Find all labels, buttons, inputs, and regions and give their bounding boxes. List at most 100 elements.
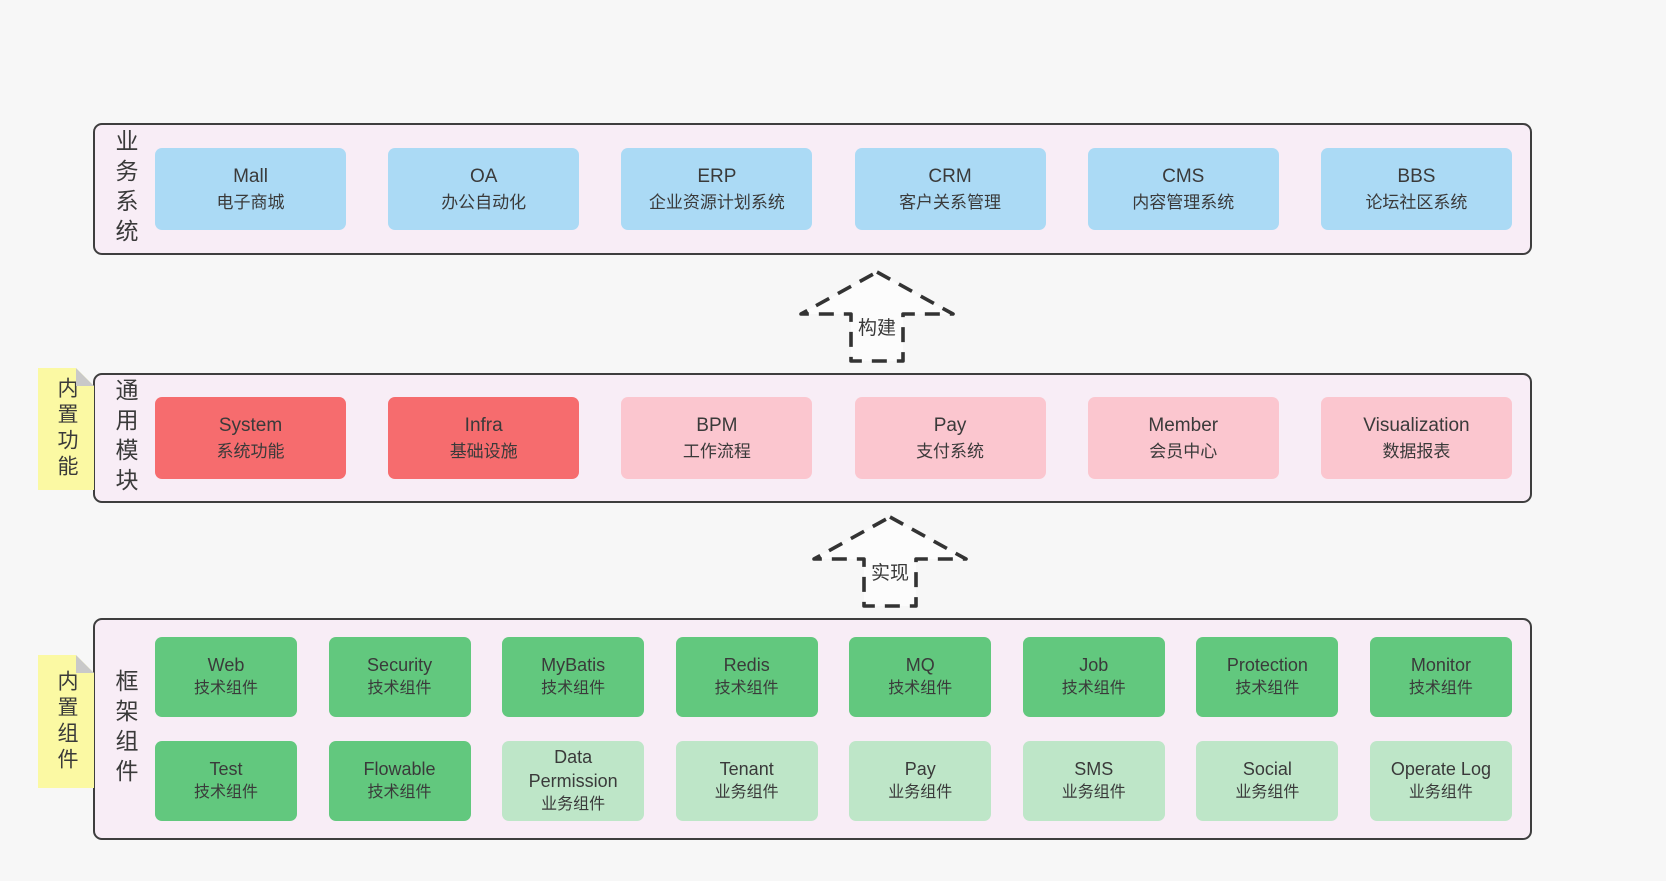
- box-data-permission: Data Permission 业务组件: [502, 741, 645, 821]
- box-mybatis: MyBatis 技术组件: [502, 637, 645, 717]
- box-mq-name: MQ: [905, 655, 935, 675]
- box-oa-sub: 办公自动化: [441, 192, 527, 212]
- box-security: Security 技术组件: [328, 637, 471, 717]
- box-security-name: Security: [367, 655, 433, 675]
- box-bbs-sub: 论坛社区系统: [1365, 192, 1468, 212]
- box-mybatis-name: MyBatis: [541, 655, 606, 675]
- box-flowable: Flowable 技术组件: [328, 741, 471, 821]
- box-pay-component: Pay 业务组件: [849, 741, 992, 821]
- box-tenant-name: Tenant: [719, 759, 774, 779]
- arrow-build-label: 构建: [852, 312, 902, 341]
- band-components-rows: Web 技术组件 Security 技术组件 MyBatis 技术组件 Redi…: [155, 620, 1530, 838]
- box-tenant: Tenant 业务组件: [675, 741, 818, 821]
- box-member-sub: 会员中心: [1149, 441, 1218, 461]
- box-visualization-name: Visualization: [1363, 414, 1470, 436]
- box-infra-sub: 基础设施: [449, 441, 518, 461]
- box-mybatis-sub: 技术组件: [541, 680, 606, 697]
- components-row-tech: Web 技术组件 Security 技术组件 MyBatis 技术组件 Redi…: [155, 637, 1512, 717]
- band-business-label: 业务系统: [112, 129, 138, 249]
- box-erp-name: ERP: [697, 165, 737, 187]
- box-protection-name: Protection: [1226, 655, 1308, 675]
- arrow-up-implement: 实现: [806, 512, 974, 610]
- box-erp-sub: 企业资源计划系统: [648, 192, 785, 212]
- box-bpm: BPM 工作流程: [621, 397, 813, 479]
- box-member-name: Member: [1148, 414, 1219, 436]
- box-job: Job 技术组件: [1022, 637, 1165, 717]
- box-infra-name: Infra: [464, 414, 503, 436]
- box-mall-sub: 电子商城: [216, 192, 285, 212]
- box-sms-sub: 业务组件: [1061, 784, 1126, 801]
- box-monitor-name: Monitor: [1410, 655, 1471, 675]
- sticky-note-builtin-components: 内置组件: [38, 655, 94, 788]
- box-protection: Protection 技术组件: [1196, 637, 1339, 717]
- components-row-business: Test 技术组件 Flowable 技术组件 Data Permission …: [155, 741, 1512, 821]
- box-redis: Redis 技术组件: [675, 637, 818, 717]
- box-social: Social 业务组件: [1196, 741, 1339, 821]
- box-operate-log: Operate Log 业务组件: [1369, 741, 1512, 821]
- band-modules-label: 通用模块: [112, 378, 138, 498]
- box-bbs-name: BBS: [1397, 165, 1436, 187]
- sticky-builtin-components-label: 内置组件: [55, 669, 78, 774]
- box-infra: Infra 基础设施: [388, 397, 580, 479]
- box-operate-log-sub: 业务组件: [1408, 784, 1473, 801]
- box-oa: OA 办公自动化: [388, 148, 580, 230]
- sticky-note-builtin-features: 内置功能: [38, 368, 94, 490]
- box-system-sub: 系统功能: [216, 441, 285, 461]
- box-pay-module: Pay 支付系统: [854, 397, 1046, 479]
- box-data-permission-name: Data Permission: [528, 747, 618, 791]
- box-system: System 系统功能: [155, 397, 346, 479]
- box-sms: SMS 业务组件: [1022, 741, 1165, 821]
- box-crm-name: CRM: [928, 165, 972, 187]
- box-social-name: Social: [1242, 759, 1292, 779]
- box-cms: CMS 内容管理系统: [1087, 148, 1279, 230]
- box-data-permission-sub: 业务组件: [541, 796, 606, 813]
- band-business-systems: 业务系统 Mall 电子商城 OA 办公自动化 ERP 企业资源计划系统 CRM…: [93, 123, 1532, 255]
- box-cms-sub: 内容管理系统: [1132, 192, 1235, 212]
- box-pay-module-sub: 支付系统: [916, 441, 985, 461]
- box-visualization-sub: 数据报表: [1382, 441, 1451, 461]
- box-erp: ERP 企业资源计划系统: [621, 148, 813, 230]
- box-tenant-sub: 业务组件: [714, 784, 779, 801]
- box-pay-component-sub: 业务组件: [888, 784, 953, 801]
- box-social-sub: 业务组件: [1235, 784, 1300, 801]
- box-mall: Mall 电子商城: [155, 148, 346, 230]
- box-operate-log-name: Operate Log: [1390, 759, 1491, 779]
- band-business-boxes: Mall 电子商城 OA 办公自动化 ERP 企业资源计划系统 CRM 客户关系…: [155, 125, 1530, 253]
- box-bpm-name: BPM: [696, 414, 738, 436]
- box-sms-name: SMS: [1074, 759, 1114, 779]
- box-monitor-sub: 技术组件: [1408, 680, 1473, 697]
- box-flowable-name: Flowable: [363, 759, 436, 779]
- box-redis-name: Redis: [723, 655, 770, 675]
- box-job-name: Job: [1079, 655, 1109, 675]
- box-cms-name: CMS: [1162, 165, 1205, 187]
- box-web: Web 技术组件: [155, 637, 297, 717]
- box-pay-component-name: Pay: [904, 759, 936, 779]
- arrow-up-build: 构建: [793, 267, 961, 365]
- box-redis-sub: 技术组件: [714, 680, 779, 697]
- box-oa-name: OA: [469, 165, 498, 187]
- band-framework-components: 框架组件 Web 技术组件 Security 技术组件 MyBatis 技术组件…: [93, 618, 1532, 840]
- box-visualization: Visualization 数据报表: [1320, 397, 1512, 479]
- band-modules-boxes: System 系统功能 Infra 基础设施 BPM 工作流程 Pay 支付系统…: [155, 375, 1530, 501]
- box-protection-sub: 技术组件: [1235, 680, 1300, 697]
- box-monitor: Monitor 技术组件: [1369, 637, 1512, 717]
- box-web-name: Web: [207, 655, 245, 675]
- band-components-label: 框架组件: [112, 669, 138, 789]
- arrow-implement-label: 实现: [865, 557, 915, 586]
- box-security-sub: 技术组件: [367, 680, 432, 697]
- box-bpm-sub: 工作流程: [682, 441, 751, 461]
- box-test: Test 技术组件: [155, 741, 297, 821]
- box-bbs: BBS 论坛社区系统: [1320, 148, 1512, 230]
- box-test-sub: 技术组件: [193, 784, 258, 801]
- box-test-name: Test: [209, 759, 243, 779]
- box-web-sub: 技术组件: [193, 680, 258, 697]
- box-pay-module-name: Pay: [933, 414, 967, 436]
- box-crm-sub: 客户关系管理: [899, 192, 1002, 212]
- box-mq-sub: 技术组件: [888, 680, 953, 697]
- box-mall-name: Mall: [233, 165, 268, 187]
- box-system-name: System: [218, 414, 283, 436]
- band-common-modules: 通用模块 System 系统功能 Infra 基础设施 BPM 工作流程 Pay…: [93, 373, 1532, 503]
- box-flowable-sub: 技术组件: [367, 784, 432, 801]
- sticky-builtin-features-label: 内置功能: [55, 377, 78, 481]
